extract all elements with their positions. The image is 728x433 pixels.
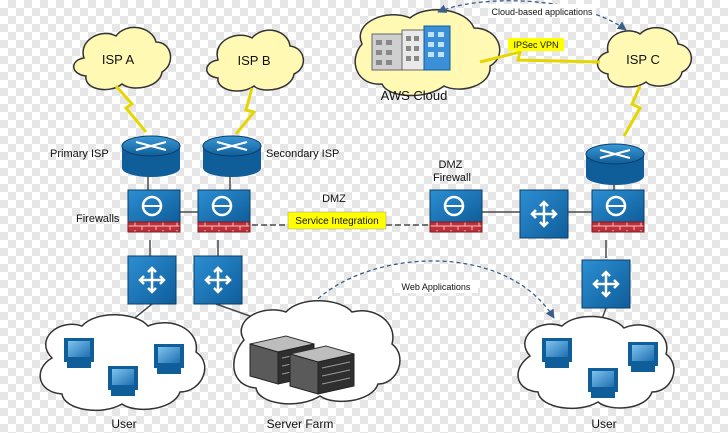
dmz-firewall-label: DMZ Firewall xyxy=(433,159,471,184)
vpn-lightning-icon xyxy=(479,49,601,64)
cloud-apps-label-bg xyxy=(488,4,596,18)
firewalls-label: Firewalls xyxy=(76,213,120,225)
router-icon xyxy=(585,143,645,185)
primary-isp-label: Primary ISP xyxy=(50,148,109,160)
lightning-icon-a xyxy=(114,85,148,133)
workstation-icon xyxy=(154,344,184,374)
isp-a-label: ISP A xyxy=(102,52,135,67)
workstation-icon xyxy=(542,338,572,368)
aws-cloud: AWS Cloud xyxy=(354,8,501,103)
switch-icon xyxy=(519,189,569,239)
isp-b-label: ISP B xyxy=(237,53,270,68)
dmz-firewall-line2: Firewall xyxy=(433,172,471,184)
switch-icon xyxy=(127,255,177,305)
lightning-icon-c xyxy=(622,85,643,137)
aws-cloud-label: AWS Cloud xyxy=(381,88,448,103)
firewall-icon xyxy=(197,189,251,233)
firewall-icon xyxy=(127,189,181,233)
isp-c-cloud: ISP C xyxy=(596,26,692,88)
service-integration-bg xyxy=(287,211,387,230)
switch-icon xyxy=(193,255,243,305)
router-icon xyxy=(202,135,262,177)
web-apps-arc xyxy=(299,260,555,321)
workstation-icon xyxy=(628,342,658,372)
ipsec-vpn-label: IPSec VPN xyxy=(513,40,558,50)
workstation-icon xyxy=(588,368,618,398)
secondary-isp-label: Secondary ISP xyxy=(266,148,339,160)
isp-c-label: ISP C xyxy=(626,52,660,67)
dmz-label: DMZ xyxy=(322,193,346,205)
server-icon xyxy=(289,345,355,395)
building-icon xyxy=(371,25,451,71)
web-apps-label-bg xyxy=(394,280,478,293)
user-left-label: User xyxy=(111,417,136,431)
switch-icon xyxy=(581,259,631,309)
isp-b-cloud: ISP B xyxy=(206,29,304,92)
cloud-apps-arc xyxy=(437,0,627,31)
cloud-apps-label: Cloud-based applications xyxy=(491,7,593,17)
ipsec-vpn-label-bg xyxy=(508,38,564,51)
lightning-icon-b xyxy=(234,87,257,135)
firewall-icon xyxy=(429,189,483,233)
user-right-label: User xyxy=(591,417,616,431)
workstation-icon xyxy=(108,366,138,396)
workstation-icon xyxy=(64,338,94,368)
router-icon xyxy=(121,135,181,177)
dmz-firewall-line1: DMZ xyxy=(439,159,463,171)
firewall-icon xyxy=(591,189,645,233)
isp-a-cloud: ISP A xyxy=(73,26,172,91)
service-integration-label: Service Integration xyxy=(295,216,378,227)
web-apps-label: Web Applications xyxy=(402,282,471,292)
server-farm-label: Server Farm xyxy=(267,417,334,431)
